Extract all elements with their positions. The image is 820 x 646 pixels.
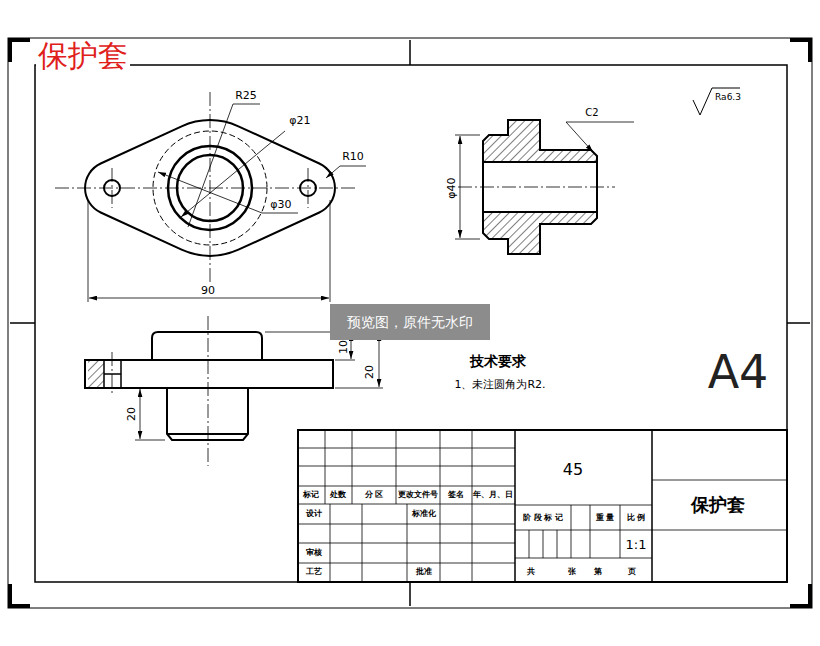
top-view [55,92,366,302]
dimension: R10 [342,151,364,162]
table-cell: 标记 [303,491,319,499]
roughness-symbol: Ra6.3 [715,93,741,102]
title-block [298,430,787,582]
table-cell: 工艺 [306,568,322,576]
table-cell: 审核 [306,549,322,557]
dimension: 20 [364,365,375,379]
table-cell: 设计 [306,510,322,518]
table-cell: 阶 段 标 记 [523,514,563,522]
table-cell: 分 区 [365,491,384,499]
dimension: 20 [126,407,137,421]
scale: 1:1 [626,538,647,551]
part-name: 保护套 [691,496,745,514]
table-cell: 处数 [330,491,346,499]
chamfer-note: C2 [585,108,598,118]
table-cell: 共 [527,568,535,576]
table-cell: 比 例 [627,514,646,522]
table-cell: 签名 [448,491,464,499]
watermark: 预览图，原件无水印 [347,315,473,329]
dimension: 10 [338,340,349,354]
table-cell: 标准化 [412,510,436,518]
table-cell: 重 量 [596,514,615,522]
table-cell: 页 [628,568,636,576]
table-cell: 第 [594,568,602,576]
section-view [455,88,740,254]
table-cell: 更改文件号 [398,491,438,499]
sheet-title: 保护套 [36,39,130,72]
notes-heading: 技术要求 [470,354,526,368]
watermark-ground [330,304,490,340]
sheet-frame [8,38,812,608]
table-cell: 张 [568,568,576,576]
note: 1、未注圆角为R2. [454,379,545,390]
dimension: R25 [235,90,257,101]
sheet-size: A4 [708,349,769,395]
dimension: φ21 [289,115,310,126]
dimension: φ30 [270,199,291,210]
dimension: φ40 [446,177,457,198]
table-cell: 批准 [416,568,432,576]
table-cell: 年、月、日 [473,491,513,499]
material: 45 [563,462,583,478]
dimension: 90 [201,285,215,296]
